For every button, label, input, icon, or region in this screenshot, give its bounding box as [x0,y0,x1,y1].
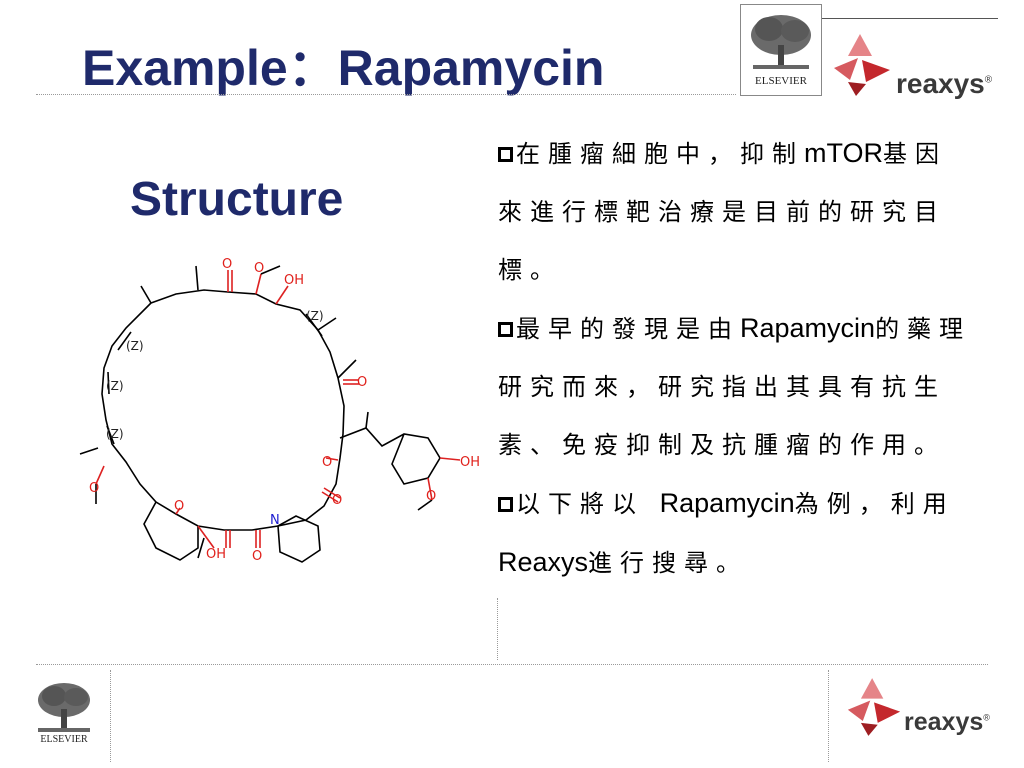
footer-divider-left [110,670,111,762]
atom-label-o: O [252,549,262,564]
atom-label-oh: OH [284,273,304,288]
header-rule [822,18,998,19]
checkbox-bullet-icon [498,147,513,162]
atom-label-o: O [332,493,342,508]
atom-label-n: N [270,513,280,528]
atom-label-oh: OH [206,547,226,562]
stereo-label-z: (Z) [106,379,124,393]
header-divider [36,94,736,95]
atom-label-o: O [174,499,184,514]
atom-label-o: O [222,257,232,272]
atom-label-o: O [322,455,332,470]
elsevier-logo: ELSEVIER [740,4,822,96]
elsevier-tree-icon [751,15,811,69]
stereo-label-z: (Z) [306,309,324,323]
bullet-text: 的藥理研究而來，研究指出其具有抗生素、免疫抑制及抗腫瘤的作用。 [498,315,972,459]
reaxys-logo: reaxys® [832,32,1002,102]
bullet-text: 進行搜尋。 [588,549,749,577]
atom-label-o: O [254,261,264,276]
footer-divider [36,664,988,665]
bullet-text: 以下將以 [516,490,660,518]
atom-label-o: O [89,481,99,496]
bullet-item: 以下將以 Rapamycin為例，利用 Reaxys進行搜尋。 [498,474,976,592]
elsevier-text: ELSEVIER [755,75,807,87]
checkbox-bullet-icon [498,322,513,337]
bullet-text: 基因來進行標靶治療是目前的研究目標。 [498,140,947,284]
atom-label-oh: OH [460,455,480,470]
bullet-list: 在腫瘤細胞中，抑制mTOR基因來進行標靶治療是目前的研究目標。最早的發現是由Ra… [498,124,976,592]
bullet-item: 最早的發現是由Rapamycin的藥理研究而來，研究指出其具有抗生素、免疫抑制及… [498,299,976,474]
atom-label-o: O [426,489,436,504]
slide-title: Example：Rapamycin [82,40,605,96]
bullet-text: Reaxys [498,547,589,577]
reaxys-text: reaxys® [896,68,993,99]
rapamycin-structure-diagram: O O OH (Z) (Z) (Z) (Z) O O O O O OH O N … [79,257,480,564]
bullet-text: 在腫瘤細胞中，抑制 [516,140,804,168]
atom-label-o: O [357,375,367,390]
footer-reaxys-logo: reaxys® [846,676,996,742]
footer-elsevier-logo: ELSEVIER [30,676,98,752]
content-divider [497,598,498,660]
elsevier-text: ELSEVIER [40,734,88,745]
bullet-item: 在腫瘤細胞中，抑制mTOR基因來進行標靶治療是目前的研究目標。 [498,124,976,299]
checkbox-bullet-icon [498,497,513,512]
reaxys-mark-icon [847,678,901,736]
reaxys-text: reaxys® [904,708,990,736]
footer-divider-right [828,670,829,762]
stereo-label-z: (Z) [126,339,144,353]
bullet-text: 為例，利用 [794,490,955,518]
reaxys-mark-icon [834,34,890,96]
structure-heading: Structure [130,173,344,226]
elsevier-tree-icon [38,683,90,732]
bullet-text: 最早的發現是由 [516,315,740,343]
bullet-text: mTOR [804,138,883,168]
bullet-text: Rapamycin [740,313,876,343]
bullet-text: Rapamycin [659,488,795,518]
stereo-label-z: (Z) [106,427,124,441]
